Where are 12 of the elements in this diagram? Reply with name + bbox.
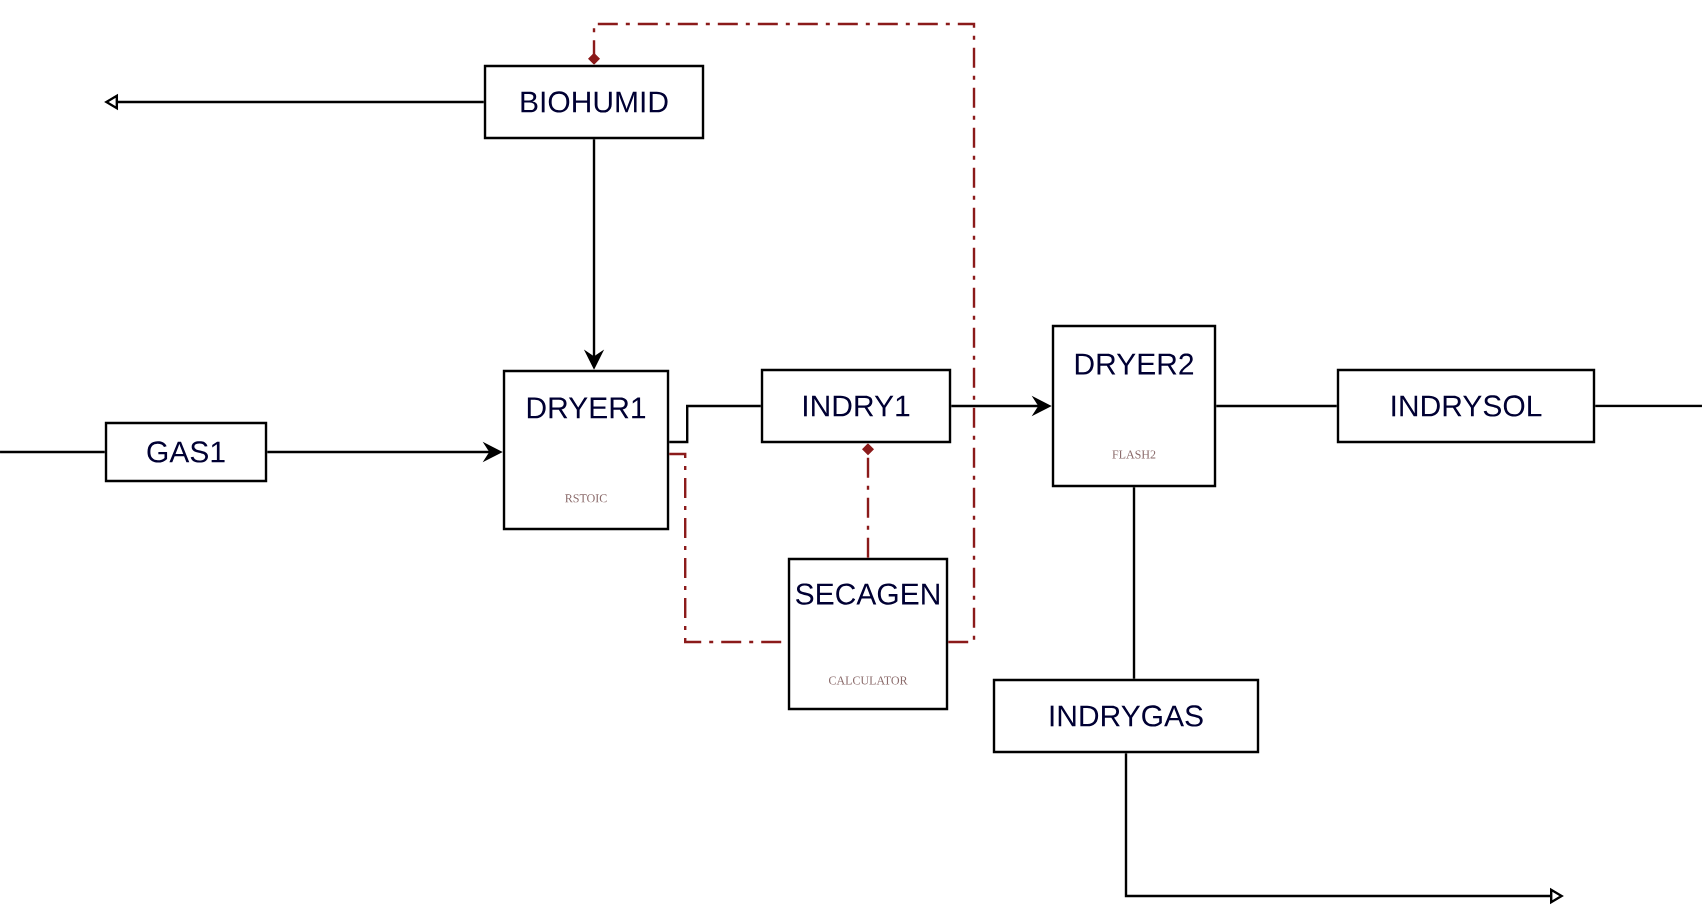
stream-label-box: GAS1 bbox=[104, 421, 268, 483]
stream-line bbox=[1595, 404, 1702, 408]
signal-line bbox=[588, 22, 976, 644]
stream-label-box: INDRYGAS bbox=[992, 678, 1260, 754]
stream-line bbox=[1132, 487, 1136, 679]
signal-line bbox=[862, 443, 874, 558]
stream-line bbox=[0, 450, 105, 454]
stream-line bbox=[669, 404, 761, 444]
stream-label-box: BIOHUMID bbox=[483, 64, 705, 140]
stream-label-box: INDRYSOL bbox=[1336, 368, 1596, 444]
stream-label-box: INDRY1 bbox=[760, 368, 952, 444]
stream-line bbox=[1216, 404, 1337, 408]
